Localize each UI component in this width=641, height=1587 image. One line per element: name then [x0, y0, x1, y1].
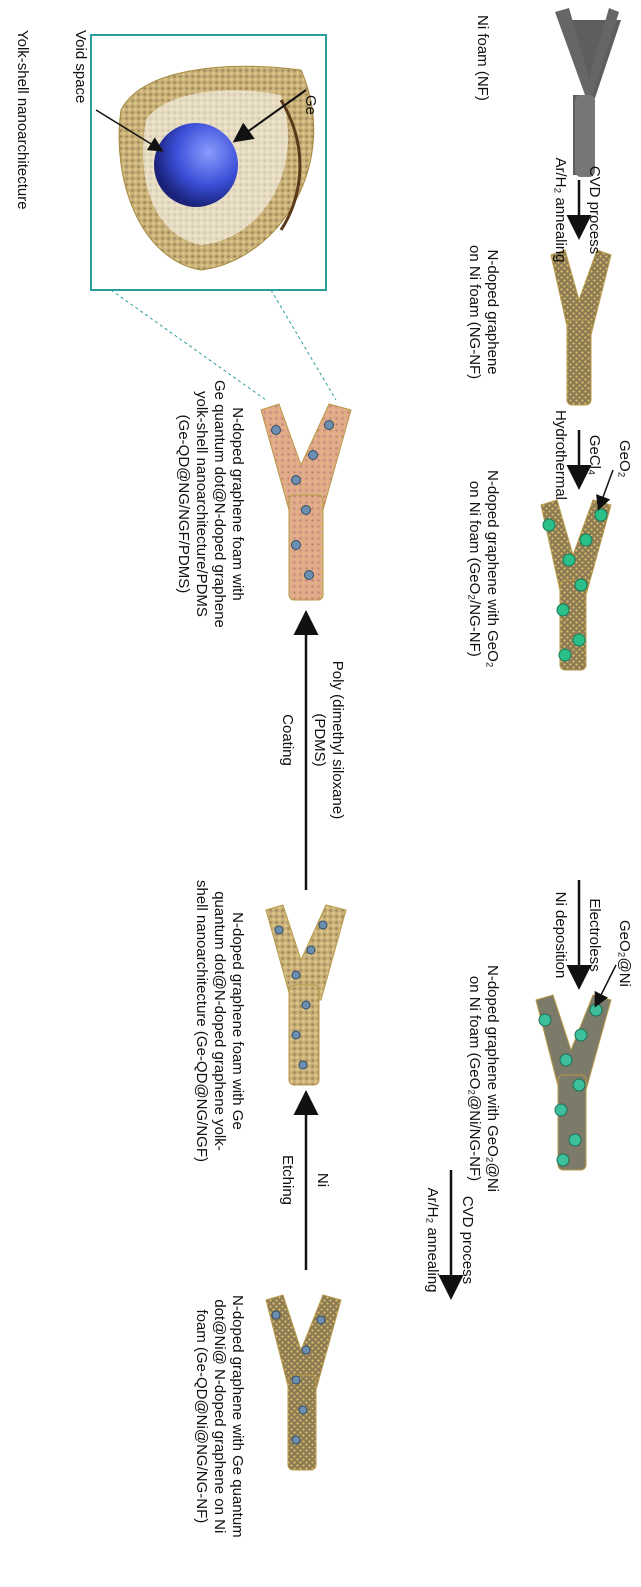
geo2-ngnf-label-line1: N-doped graphene with GeO₂ — [483, 470, 501, 668]
geo2-ni-label: N-doped graphene with GeO₂@Ni on Ni foam… — [465, 965, 501, 1192]
cvd1-bottom-label: Ar/H₂ annealing — [551, 145, 569, 275]
etch-top-label: Ni — [313, 1150, 331, 1210]
geqd-ngf-label-line2: quantum dot@N-doped graphene yolk- — [210, 880, 228, 1162]
ngnf-label-line2: on Ni foam (NG-NF) — [465, 245, 483, 379]
geqd-pdms-label-line3: yolk-shell nanoarchitecture/PDMS — [192, 380, 210, 628]
ngnf-label-line1: N-doped graphene — [483, 245, 501, 379]
hydro-top-label: GeCl₄ — [585, 415, 603, 495]
geo2-ngnf-label-line2: on Ni foam (GeO₂/NG-NF) — [465, 470, 483, 668]
electroless-top-label: Electroless — [585, 880, 603, 990]
ngnf-label: N-doped graphene on Ni foam (NG-NF) — [465, 245, 501, 379]
geo2-ngnf-label: N-doped graphene with GeO₂ on Ni foam (G… — [465, 470, 501, 668]
coat-bottom-label: Coating — [278, 700, 296, 780]
process-arrows — [306, 180, 579, 1295]
geqd-pdms-illustration — [261, 404, 351, 600]
geo2-ni-callout: GeO₂@Ni — [615, 920, 633, 987]
geqd-ngf-label-line3: shell nanoarchitecture (Ge-QD@NG/NGF) — [192, 880, 210, 1162]
geo2-ni-illustration — [536, 995, 611, 1170]
geqd-ni-label-line1: N-doped graphene with Ge quantum — [228, 1295, 246, 1538]
coat-top-label-2: (PDMS) — [310, 700, 328, 780]
electroless-bottom-label: Ni deposition — [551, 875, 569, 995]
coat-top-label-1: Poly (dimethyl siloxane) — [328, 640, 346, 840]
cvd1-top-label: CVD process — [585, 160, 603, 260]
geo2-ni-label-line2: on Ni foam (GeO₂@Ni/NG-NF) — [465, 965, 483, 1192]
geo2-callout: GeO₂ — [615, 440, 633, 478]
geqd-pdms-label-line4: (Ge-QD@NG/NGF/PDMS) — [174, 380, 192, 628]
geo2-ngnf-illustration — [541, 500, 611, 670]
ni-foam-label: Ni foam (NF) — [473, 15, 491, 101]
geqd-ngf-label-line1: N-doped graphene foam with Ge — [228, 880, 246, 1162]
geqd-pdms-label-line1: N-doped graphene foam with — [228, 380, 246, 628]
etch-bottom-label: Etching — [278, 1140, 296, 1220]
geqd-ni-label-line2: dot@Ni@ N-doped graphene on Ni — [210, 1295, 228, 1538]
void-callout: Void space — [71, 30, 89, 103]
cvd2-bottom-label: Ar/H₂ annealing — [423, 1170, 441, 1310]
hydro-bottom-label: Hydrothermal — [551, 405, 569, 505]
cvd2-top-label: CVD process — [458, 1180, 476, 1300]
geqd-ngf-illustration — [266, 905, 346, 1085]
geqd-ni-label: N-doped graphene with Ge quantum dot@Ni@… — [192, 1295, 246, 1538]
ge-callout: Ge — [301, 95, 319, 115]
geqd-pdms-label: N-doped graphene foam with Ge quantum do… — [174, 380, 246, 628]
geo2-ni-label-line1: N-doped graphene with GeO₂@Ni — [483, 965, 501, 1192]
geqd-ni-illustration — [266, 1295, 341, 1470]
yolk-shell-inset — [91, 35, 336, 400]
yolk-shell-caption: Yolk-shell nanoarchitecture — [13, 30, 31, 210]
geqd-ni-label-line3: foam (Ge-QD@Ni@NG/NG-NF) — [192, 1295, 210, 1538]
geqd-pdms-label-line2: Ge quantum dot@N-doped graphene — [210, 380, 228, 628]
geqd-ngf-label: N-doped graphene foam with Ge quantum do… — [192, 880, 246, 1162]
